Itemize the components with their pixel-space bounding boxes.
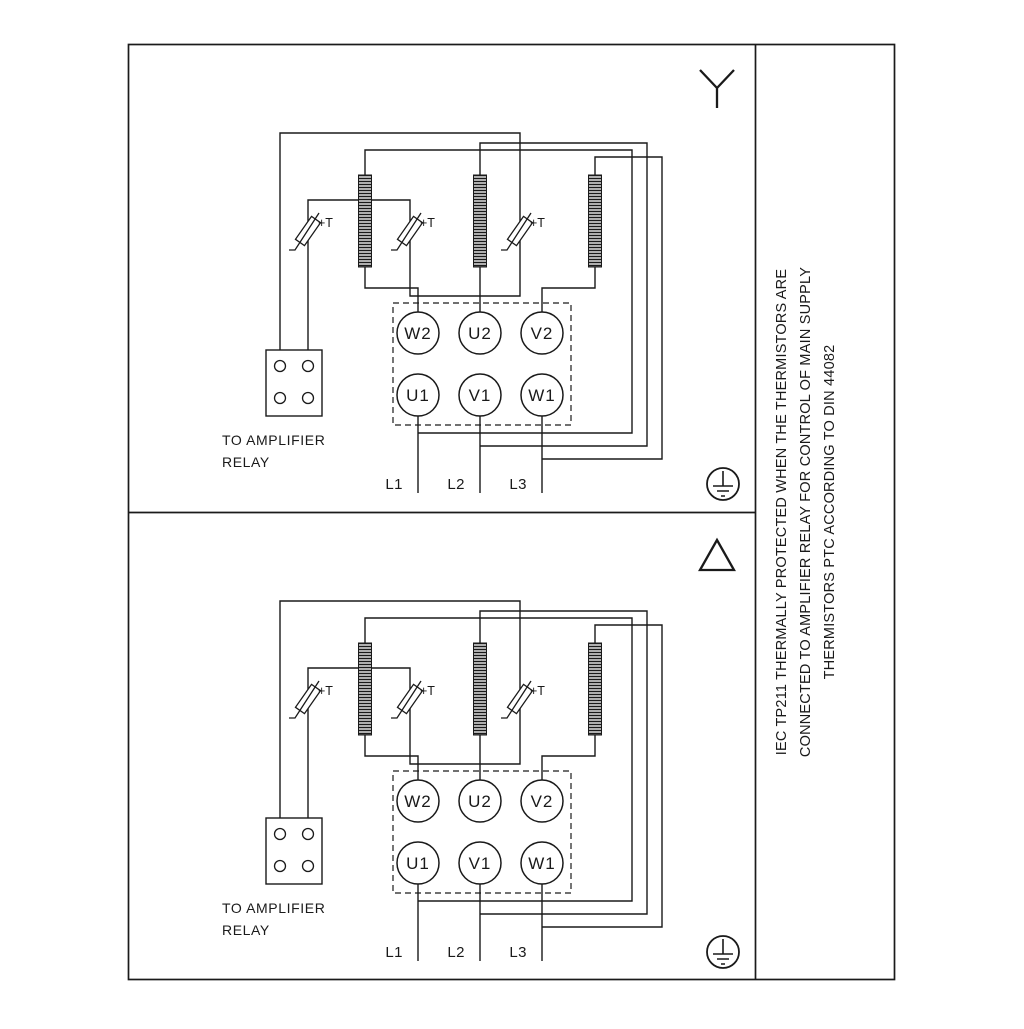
panel-delta-connection: +T +T +T W2 U2 V2 [222, 537, 740, 969]
thermistor: +T [289, 212, 333, 251]
supply-label-l1: L1 [385, 944, 403, 961]
supply-label-l3: L3 [509, 476, 527, 493]
thermistor: +T [289, 680, 333, 719]
thermistor-label: +T [318, 216, 333, 230]
motor-windings [358, 174, 602, 268]
terminal-w1: W1 [520, 841, 564, 885]
winding-terminal-wires [364, 267, 596, 312]
supply-label-l2: L2 [447, 476, 465, 493]
relay-caption-line-2: RELAY [222, 922, 270, 938]
motor-windings [358, 642, 602, 736]
wiring-lines [279, 600, 663, 961]
amplifier-relay-terminals [265, 349, 323, 417]
motor-winding [473, 174, 487, 268]
terminal-label: W2 [404, 324, 432, 343]
terminal-label: V2 [531, 324, 554, 343]
thermistor-circuit-wire [279, 600, 521, 818]
earth-ground-icon [706, 935, 740, 969]
terminal-u2: U2 [458, 779, 502, 823]
motor-winding [588, 642, 602, 736]
winding-terminal-wires [364, 735, 596, 780]
relay-caption-line-2: RELAY [222, 454, 270, 470]
star-connection-icon [699, 69, 735, 108]
terminal-label: U1 [406, 854, 430, 873]
terminal-v1: V1 [458, 373, 502, 417]
supply-label-l1: L1 [385, 476, 403, 493]
terminal-v2: V2 [520, 779, 564, 823]
supply-label-l2: L2 [447, 944, 465, 961]
terminal-block: W2 U2 V2 U1 V1 W1 [392, 302, 572, 426]
terminal-label: V1 [469, 386, 492, 405]
winding-supply-wires [364, 610, 663, 928]
terminal-label: U2 [468, 792, 492, 811]
terminal-w2: W2 [396, 311, 440, 355]
motor-winding [473, 642, 487, 736]
panel-star-connection: +T +T +T W2 U2 V2 [222, 69, 740, 501]
amplifier-relay-terminals [265, 817, 323, 885]
thermistor: +T [501, 212, 545, 251]
thermistor-label: +T [318, 684, 333, 698]
terminal-w2: W2 [396, 779, 440, 823]
thermistor-circuit-wire [279, 132, 521, 350]
terminal-label: W2 [404, 792, 432, 811]
terminal-v2: V2 [520, 311, 564, 355]
relay-caption-line-1: TO AMPLIFIER [222, 432, 325, 448]
side-note: IEC TP211 THERMALLY PROTECTED WHEN THE T… [774, 267, 838, 757]
terminal-label: W1 [528, 386, 556, 405]
thermistor-label: +T [530, 684, 545, 698]
wiring-lines [279, 132, 663, 493]
terminal-label: V2 [531, 792, 554, 811]
terminal-u1: U1 [396, 373, 440, 417]
drawing-frame [127, 43, 896, 981]
thermistor-label: +T [420, 684, 435, 698]
relay-caption-line-1: TO AMPLIFIER [222, 900, 325, 916]
motor-winding [358, 642, 372, 736]
side-note-line-2: CONNECTED TO AMPLIFIER RELAY FOR CONTROL… [798, 267, 814, 757]
supply-line-wires [417, 416, 543, 493]
terminal-w1: W1 [520, 373, 564, 417]
terminal-u2: U2 [458, 311, 502, 355]
motor-winding [358, 174, 372, 268]
thermistor: +T [501, 680, 545, 719]
thermistor: +T [391, 212, 435, 251]
terminal-label: U1 [406, 386, 430, 405]
thermistor-label: +T [530, 216, 545, 230]
terminal-u1: U1 [396, 841, 440, 885]
supply-line-wires [417, 884, 543, 961]
terminal-v1: V1 [458, 841, 502, 885]
terminal-label: W1 [528, 854, 556, 873]
side-note-line-3: THERMISTORS PTC ACCORDING TO DIN 44082 [822, 345, 838, 680]
terminal-block: W2 U2 V2 U1 V1 W1 [392, 770, 572, 894]
supply-label-l3: L3 [509, 944, 527, 961]
earth-ground-icon [706, 467, 740, 501]
delta-connection-icon [698, 537, 736, 572]
side-note-line-1: IEC TP211 THERMALLY PROTECTED WHEN THE T… [774, 269, 790, 756]
thermistor-label: +T [420, 216, 435, 230]
terminal-label: V1 [469, 854, 492, 873]
motor-winding [588, 174, 602, 268]
winding-supply-wires [364, 142, 663, 460]
terminal-label: U2 [468, 324, 492, 343]
thermistor: +T [391, 680, 435, 719]
